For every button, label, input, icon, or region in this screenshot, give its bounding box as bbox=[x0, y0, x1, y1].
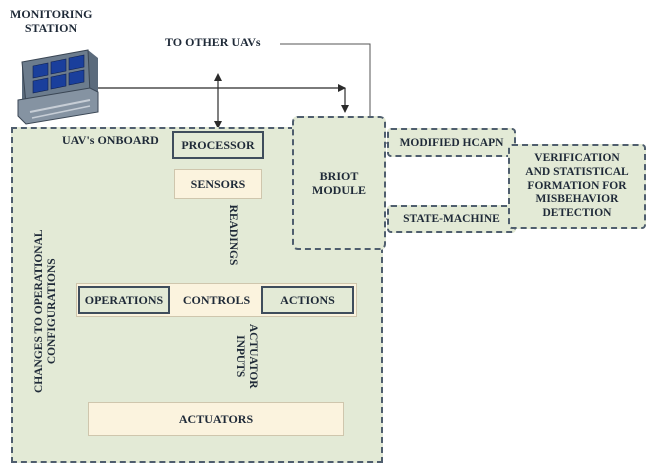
verification-box: VERIFICATION AND STATISTICAL FORMATION F… bbox=[508, 144, 646, 229]
sensors-label: SENSORS bbox=[190, 176, 246, 191]
processor-box: PROCESSOR bbox=[172, 131, 264, 159]
briot-module-label: BRIOT MODULE bbox=[312, 168, 366, 197]
state-machine-label: STATE-MACHINE bbox=[403, 213, 500, 225]
monitoring-station-label: MONITORING STATION bbox=[10, 7, 93, 36]
onboard-label: UAV's ONBOARD bbox=[62, 133, 159, 147]
operations-box: OPERATIONS bbox=[78, 286, 170, 314]
sensors-box: SENSORS bbox=[174, 169, 262, 199]
operations-label: OPERATIONS bbox=[84, 292, 164, 307]
state-machine: STATE-MACHINE bbox=[387, 205, 516, 233]
modified-hcapn-label: MODIFIED HCAPN bbox=[399, 136, 504, 149]
modified-hcapn: MODIFIED HCAPN bbox=[387, 128, 516, 157]
monitoring-station-icon bbox=[17, 49, 99, 125]
actuator-inputs-label: ACTUATOR INPUTS bbox=[234, 323, 260, 389]
to-other-uavs-label: TO OTHER UAVs bbox=[165, 35, 261, 49]
actions-box: ACTIONS bbox=[261, 286, 354, 314]
controls-label: CONTROLS bbox=[182, 292, 251, 307]
verification-label: VERIFICATION AND STATISTICAL FORMATION F… bbox=[525, 152, 629, 220]
changes-label: CHANGES TO OPERATIONAL CONFIGURATIONS bbox=[32, 229, 58, 394]
actuators-box: ACTUATORS bbox=[88, 402, 344, 436]
actions-label: ACTIONS bbox=[280, 292, 335, 307]
actuators-label: ACTUATORS bbox=[178, 411, 254, 426]
readings-label: READINGS bbox=[227, 204, 239, 266]
briot-module: BRIOT MODULE bbox=[292, 116, 386, 250]
processor-label: PROCESSOR bbox=[181, 137, 255, 152]
to-other-uavs-line bbox=[280, 43, 371, 117]
